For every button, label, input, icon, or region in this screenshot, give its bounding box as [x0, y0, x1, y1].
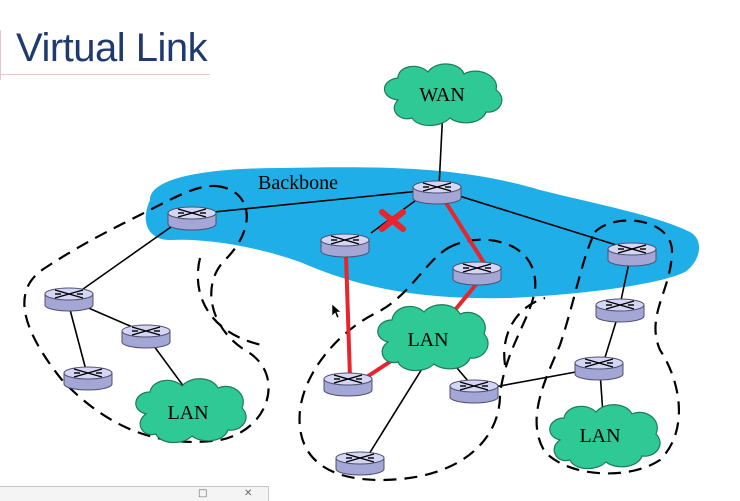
wan-label: WAN [419, 84, 465, 106]
router-icon [452, 261, 502, 286]
link-center-lan-bottom [363, 355, 431, 463]
title-side-rule [0, 30, 1, 80]
link-left-3 [67, 301, 88, 375]
router-icon [63, 366, 113, 391]
virtual-link-to-backbone [441, 196, 488, 268]
lan-label-left: LAN [167, 402, 208, 424]
lan-cloud-right [549, 404, 661, 470]
lan-cloud-center [377, 304, 489, 372]
router-icon [335, 451, 385, 476]
close-icon[interactable]: ✕ [244, 488, 253, 499]
area-boundary-center-right [503, 296, 546, 366]
x-mark-icon [379, 209, 406, 232]
backbone-area [145, 167, 700, 299]
router-icon [607, 242, 657, 267]
lan-cloud-left [135, 378, 247, 444]
slide-title: Virtual Link [16, 26, 208, 70]
router-icon [323, 372, 373, 397]
taskbar-window-strip[interactable]: □ ✕ [0, 486, 269, 501]
router-icon [412, 180, 462, 205]
router-icon [595, 298, 645, 323]
router-icon [167, 206, 217, 231]
router-icon [449, 379, 499, 404]
area-boundary-right [535, 219, 680, 475]
virtual-link-vertical [344, 254, 352, 380]
wan-cloud [383, 63, 503, 127]
lan-label-center: LAN [407, 329, 448, 351]
area-boundary-center-left [196, 257, 263, 347]
area-boundary-left [23, 184, 270, 444]
backbone-label: Backbone [258, 172, 338, 194]
router-icon [44, 287, 94, 312]
link-backbone-top-left [193, 189, 431, 215]
minimize-icon[interactable]: □ [198, 488, 208, 499]
link-backbone-right [439, 189, 627, 249]
title-underline [0, 74, 210, 75]
cursor-icon [331, 303, 342, 319]
area-boundary-center [298, 238, 537, 482]
router-icon [121, 324, 171, 349]
lan-label-right: LAN [579, 425, 620, 447]
router-icon [574, 356, 624, 381]
link-left-1 [75, 221, 179, 295]
router-icon [320, 233, 370, 258]
